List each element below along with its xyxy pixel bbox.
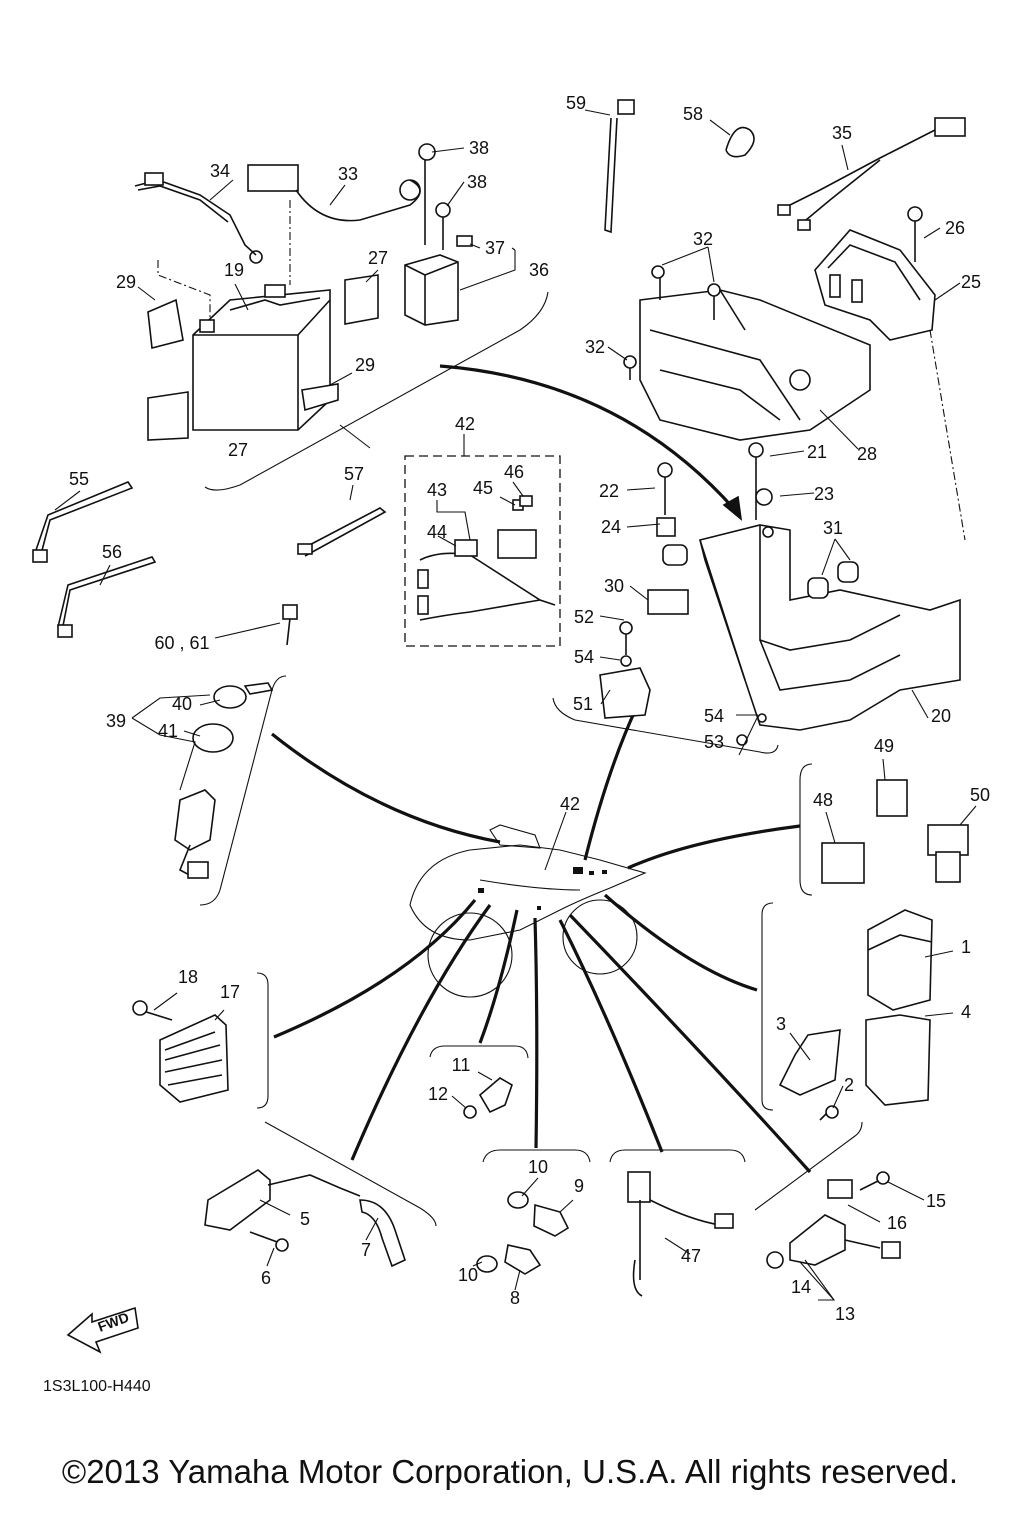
callout-14: 14 <box>791 1277 811 1297</box>
callout-39: 39 <box>106 711 126 731</box>
callout-26: 26 <box>945 218 965 238</box>
callout-15: 15 <box>926 1191 946 1211</box>
callout-41: 41 <box>158 721 178 741</box>
callout-37: 37 <box>485 238 505 258</box>
callout-42b: 42 <box>560 794 580 814</box>
ignition-coil <box>204 1169 406 1268</box>
part-code: 1S3L100-H440 <box>43 1378 151 1395</box>
motorcycle-silhouette <box>409 824 647 998</box>
sensors-8-9-10 <box>476 1191 570 1275</box>
callout-5: 5 <box>300 1209 310 1229</box>
group-brackets <box>199 291 863 1227</box>
callout-27b: 27 <box>228 440 248 460</box>
battery-cables <box>134 164 421 264</box>
callout-1: 1 <box>961 937 971 957</box>
callout-23: 23 <box>814 484 834 504</box>
callout-31: 31 <box>823 518 843 538</box>
callout-4: 4 <box>961 1002 971 1022</box>
callout-6: 6 <box>261 1268 271 1288</box>
callout-50: 50 <box>970 785 990 805</box>
callout-49: 49 <box>874 736 894 756</box>
main-switch <box>174 604 298 879</box>
rectifier-regulator <box>132 1000 229 1103</box>
callout-30: 30 <box>604 576 624 596</box>
callout-29b: 29 <box>355 355 375 375</box>
relays <box>821 779 969 884</box>
battery-bracket <box>814 206 966 541</box>
callout-leaders <box>54 109 977 1301</box>
callout-12: 12 <box>428 1084 448 1104</box>
callout-45: 45 <box>473 478 493 498</box>
callout-17: 17 <box>220 982 240 1002</box>
crank-sensor <box>766 1171 901 1269</box>
callout-18: 18 <box>178 967 198 987</box>
callout-33: 33 <box>338 164 358 184</box>
callout-54a: 54 <box>574 647 594 667</box>
callout-27a: 27 <box>368 248 388 268</box>
callout-labels: 1 2 3 4 5 6 7 8 9 10 10 11 12 13 14 15 1… <box>69 93 990 1324</box>
callout-38b: 38 <box>467 172 487 192</box>
callout-32a: 32 <box>693 229 713 249</box>
callout-48: 48 <box>813 790 833 810</box>
callout-29a: 29 <box>116 272 136 292</box>
callout-52: 52 <box>574 607 594 627</box>
callout-58: 58 <box>683 104 703 124</box>
callout-55: 55 <box>69 469 89 489</box>
callout-8: 8 <box>510 1288 520 1308</box>
callout-25: 25 <box>961 272 981 292</box>
callout-10b: 10 <box>458 1265 478 1285</box>
callout-16: 16 <box>887 1213 907 1233</box>
fuse-group <box>417 495 556 621</box>
sub-wire-harness <box>777 117 966 231</box>
callout-44: 44 <box>427 522 447 542</box>
callout-10a: 10 <box>528 1157 548 1177</box>
callout-35: 35 <box>832 123 852 143</box>
callout-56: 56 <box>102 542 122 562</box>
callout-54b: 54 <box>704 706 724 726</box>
callout-53: 53 <box>704 732 724 752</box>
callout-3: 3 <box>776 1014 786 1034</box>
fuse-group-box <box>404 455 561 647</box>
cable-ties <box>32 99 755 638</box>
callout-11: 11 <box>452 1055 471 1075</box>
callout-36: 36 <box>529 260 549 280</box>
starter-relay <box>404 143 473 326</box>
sidestand-switch <box>627 1171 734 1297</box>
callout-59: 59 <box>566 93 586 113</box>
callout-7: 7 <box>361 1240 371 1260</box>
battery-case-top <box>623 265 871 441</box>
callout-28: 28 <box>857 444 877 464</box>
fwd-arrow-icon: FWD <box>66 1306 139 1354</box>
group-leaders <box>271 364 812 1174</box>
callout-42a: 42 <box>455 414 475 434</box>
callout-46: 46 <box>504 462 524 482</box>
callout-34: 34 <box>210 161 230 181</box>
callout-32b: 32 <box>585 337 605 357</box>
callout-57: 57 <box>344 464 364 484</box>
battery-pads <box>147 274 379 441</box>
callout-51: 51 <box>573 694 593 714</box>
callout-43: 43 <box>427 480 447 500</box>
callout-38a: 38 <box>469 138 489 158</box>
callout-60-61: 60 , 61 <box>154 633 209 653</box>
callout-19: 19 <box>224 260 244 280</box>
callout-9: 9 <box>574 1176 584 1196</box>
callout-24: 24 <box>601 517 621 537</box>
copyright-notice: ©2013 Yamaha Motor Corporation, U.S.A. A… <box>62 1453 958 1490</box>
callout-20: 20 <box>931 706 951 726</box>
callout-47: 47 <box>681 1246 701 1266</box>
callout-21: 21 <box>807 442 827 462</box>
callout-22: 22 <box>599 481 619 501</box>
callout-40: 40 <box>172 694 192 714</box>
ecu <box>778 909 933 1121</box>
battery-box <box>599 442 961 746</box>
sensor-11 <box>463 1077 513 1119</box>
callout-2: 2 <box>844 1075 854 1095</box>
callout-13: 13 <box>835 1304 855 1324</box>
